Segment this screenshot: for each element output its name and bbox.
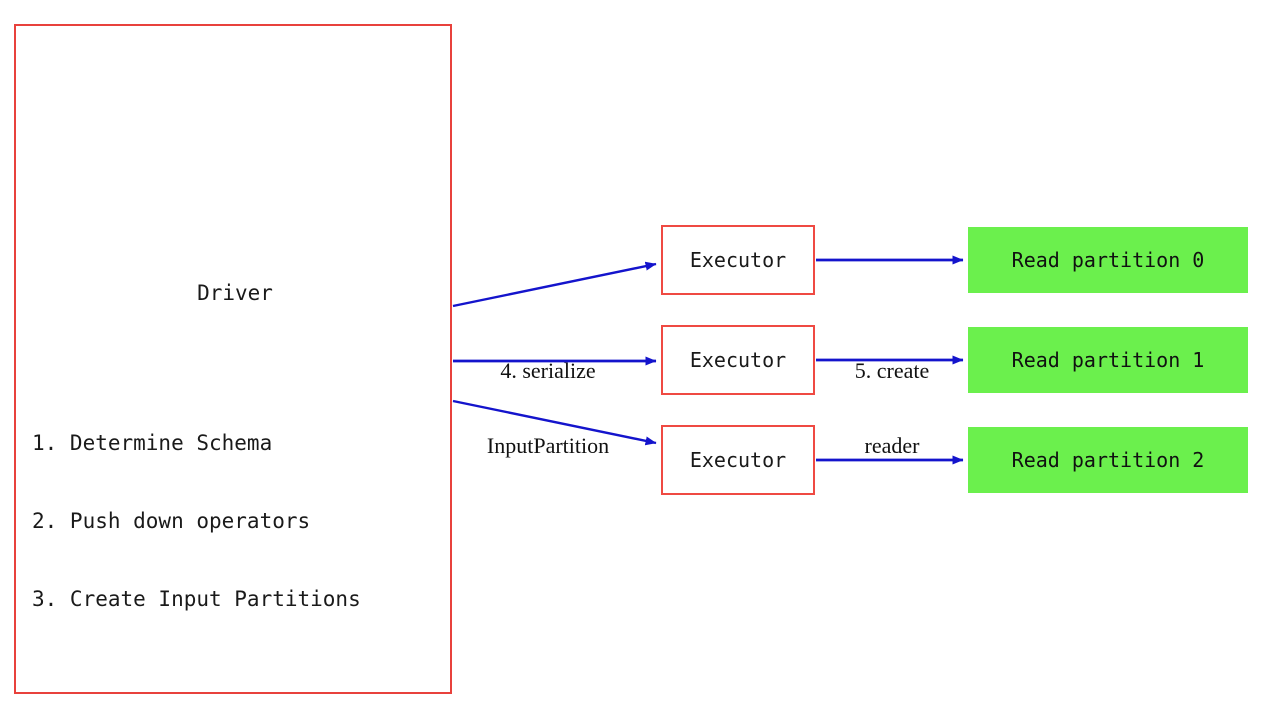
driver-step-3: 3. Create Input Partitions [32, 587, 361, 611]
executor-box-2: Executor [661, 325, 815, 395]
arrow-driver-to-executor-1 [452, 261, 657, 308]
executor-box-1: Executor [661, 225, 815, 295]
edge-label-create-reader: 5. create reader [828, 308, 956, 508]
driver-steps-list: 1. Determine Schema 2. Push down operato… [32, 378, 361, 664]
edge-label-create-reader-line-2: reader [864, 433, 920, 458]
partition-box-1: Read partition 1 [968, 327, 1248, 393]
driver-step-2: 2. Push down operators [32, 509, 311, 533]
partition-box-2: Read partition 2 [968, 427, 1248, 493]
driver-title: Driver [197, 281, 273, 305]
driver-step-1: 1. Determine Schema [32, 431, 273, 455]
driver-box: Driver 1. Determine Schema 2. Push down … [14, 24, 452, 694]
edge-label-serialize-line-2: InputPartition [486, 433, 610, 458]
partition-box-0: Read partition 0 [968, 227, 1248, 293]
edge-label-serialize-line-1: 4. serialize [500, 358, 596, 383]
executor-box-3: Executor [661, 425, 815, 495]
edge-label-serialize: 4. serialize InputPartition [460, 308, 636, 508]
edge-label-create-reader-line-1: 5. create [854, 358, 930, 383]
